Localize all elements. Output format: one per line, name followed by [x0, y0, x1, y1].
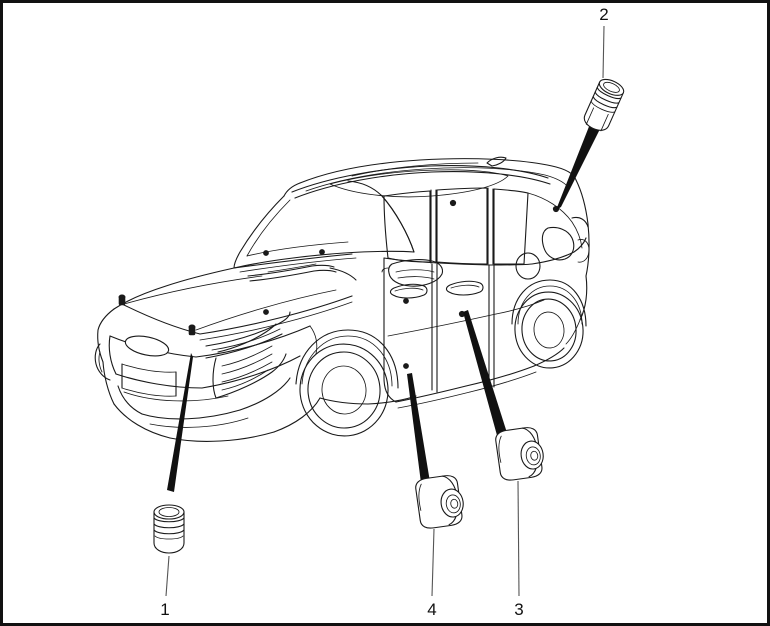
- mount-point: [188, 324, 196, 336]
- mount-point: [403, 363, 409, 369]
- rear-wheel: [511, 279, 587, 369]
- callout-label-3: 3: [514, 600, 524, 619]
- mount-point: [263, 309, 269, 315]
- callout-label-1: 1: [160, 600, 170, 619]
- leader-line-2: [602, 25, 605, 79]
- mount-point: [118, 294, 126, 306]
- mount-point: [263, 250, 269, 256]
- vehicle-suv: [94, 156, 590, 442]
- leader-line-1: [165, 555, 170, 597]
- leader-lines: [165, 25, 605, 597]
- mount-point: [319, 249, 325, 255]
- callout-label-2: 2: [599, 5, 609, 24]
- body-creases: [387, 299, 545, 337]
- pointer-arrow-4: [407, 373, 430, 483]
- side-mirror: [381, 259, 444, 287]
- part-4-cylindrical-bushing: [415, 475, 464, 529]
- pointer-arrow-2: [556, 124, 600, 210]
- pointer-arrows: [167, 124, 600, 492]
- side-windows: [383, 187, 533, 266]
- mount-point: [403, 298, 409, 304]
- leader-line-4: [431, 528, 435, 597]
- part-2-threaded-sensor: [583, 78, 625, 132]
- rear-bumper: [565, 275, 588, 345]
- roof-and-greenhouse: [283, 156, 577, 199]
- windshield: [233, 180, 415, 269]
- rocker-and-sills: [319, 347, 565, 409]
- pointer-arrow-3: [463, 310, 508, 439]
- callout-label-4: 4: [427, 600, 437, 619]
- part-1-ribbed-grommet: [153, 504, 185, 554]
- front-fascia: [94, 311, 321, 442]
- mount-point: [449, 199, 457, 207]
- doors: [383, 257, 495, 403]
- part-3-cylindrical-bushing: [495, 427, 544, 481]
- body-shoulder: [527, 179, 590, 277]
- fuel-filler-cap: [515, 252, 541, 280]
- leader-line-3: [517, 480, 520, 597]
- pointer-arrow-1: [167, 353, 193, 492]
- front-wheel: [295, 329, 399, 437]
